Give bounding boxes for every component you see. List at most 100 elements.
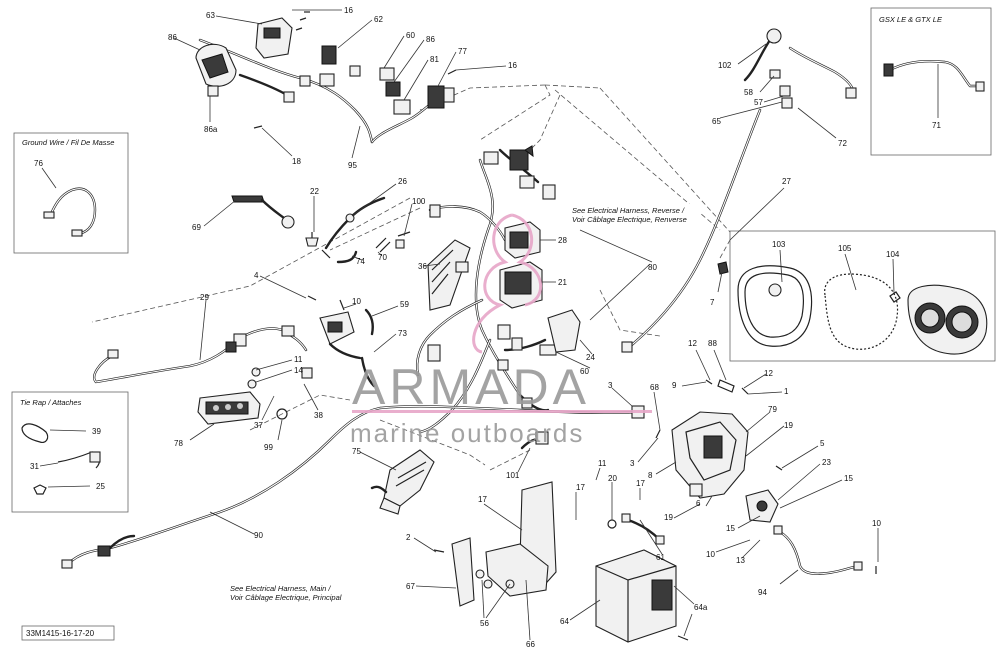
callout-67: 67: [406, 582, 415, 591]
sensor-23: [745, 489, 877, 575]
gsx-title: GSX LE & GTX LE: [879, 15, 943, 24]
leader-lines: [173, 9, 879, 641]
callout-17: 17: [576, 483, 585, 492]
callout-15: 15: [726, 524, 735, 533]
callout-31: 31: [30, 462, 39, 471]
callout-22: 22: [310, 187, 319, 196]
callout-15: 15: [844, 474, 853, 483]
callout-38: 38: [314, 411, 323, 420]
watermark-brand: ARMADA: [352, 359, 590, 415]
callout-16: 16: [344, 6, 353, 15]
gsx-box: GSX LE & GTX LE: [870, 7, 992, 156]
callout-36: 36: [418, 262, 427, 271]
callout-10: 10: [706, 550, 715, 559]
callout-61: 61: [656, 553, 665, 562]
mid-left-group: [307, 295, 376, 388]
armada-watermark: ARMADA marine outboards: [350, 213, 652, 448]
callout-24: 24: [586, 353, 595, 362]
callout-14: 14: [294, 366, 303, 375]
callout-29: 29: [200, 293, 209, 302]
callout-71: 71: [932, 121, 941, 130]
callout-39: 39: [92, 427, 101, 436]
callout-27: 27: [782, 177, 791, 186]
callout-76: 76: [34, 159, 43, 168]
watermark-tagline: marine outboards: [350, 418, 584, 448]
callout-99: 99: [264, 443, 273, 452]
callout-59: 59: [400, 300, 409, 309]
callout-57: 57: [754, 98, 763, 107]
switch-78: [197, 391, 288, 425]
module-36: [427, 239, 471, 311]
callout-6: 6: [696, 499, 701, 508]
callout-74: 74: [356, 257, 365, 266]
callout-17: 17: [636, 479, 645, 488]
tie-rap-box: Tie Rap / Attaches: [11, 391, 129, 513]
callout-58: 58: [744, 88, 753, 97]
callout-95: 95: [348, 161, 357, 170]
note-main-line2: Voir Câblage Electrique, Principal: [230, 593, 342, 602]
callout-79: 79: [768, 405, 777, 414]
note-reverse-line2: Voir Câblage Electrique, Renverse: [572, 215, 687, 224]
callout-66: 66: [526, 640, 535, 649]
callouts: 63 16 62 60 86 81 77 16 86 86a 18 95 76 …: [30, 6, 941, 649]
bracket-66: [433, 481, 557, 607]
callout-100: 100: [412, 197, 426, 206]
callout-25: 25: [96, 482, 105, 491]
callout-19: 19: [664, 513, 673, 522]
harness-72: [621, 28, 857, 353]
callout-81: 81: [430, 55, 439, 64]
tie-rap-title: Tie Rap / Attaches: [20, 398, 82, 407]
callout-86a: 86a: [204, 125, 218, 134]
callout-28: 28: [558, 236, 567, 245]
callout-78: 78: [174, 439, 183, 448]
battery-64: [595, 549, 689, 643]
callout-12: 12: [764, 369, 773, 378]
steering-module: [655, 379, 783, 499]
callout-21: 21: [558, 278, 567, 287]
callout-12: 12: [688, 339, 697, 348]
note-main: See Electrical Harness, Main / Voir Câbl…: [226, 582, 358, 604]
callout-18: 18: [292, 157, 301, 166]
callout-5: 5: [820, 439, 825, 448]
callout-72: 72: [838, 139, 847, 148]
callout-105: 105: [838, 244, 852, 253]
note-reverse: See Electrical Harness, Reverse / Voir C…: [568, 204, 700, 226]
callout-69: 69: [192, 223, 201, 232]
callout-9: 9: [672, 381, 677, 390]
callout-16: 16: [508, 61, 517, 70]
relay-box: [499, 221, 581, 353]
callout-20: 20: [608, 474, 617, 483]
callout-56: 56: [480, 619, 489, 628]
strap-61: [607, 513, 665, 545]
callout-68: 68: [650, 383, 659, 392]
callout-73: 73: [398, 329, 407, 338]
callout-60: 60: [406, 31, 415, 40]
callout-1: 1: [784, 387, 789, 396]
ground-wire-title: Ground Wire / Fil De Masse: [22, 138, 114, 147]
callout-101: 101: [506, 471, 520, 480]
callout-60: 60: [580, 367, 589, 376]
callout-19: 19: [784, 421, 793, 430]
callout-11: 11: [598, 459, 607, 468]
diagram-code-label: 33M1415-16-17-20: [26, 629, 95, 638]
callout-65: 65: [712, 117, 721, 126]
callout-86: 86: [168, 33, 177, 42]
callout-37: 37: [254, 421, 263, 430]
callout-10: 10: [872, 519, 881, 528]
callout-94: 94: [758, 588, 767, 597]
callout-8: 8: [648, 471, 653, 480]
callout-62: 62: [374, 15, 383, 24]
harness-29: [93, 325, 313, 389]
callout-3: 3: [630, 459, 635, 468]
note-main-line1: See Electrical Harness, Main /: [230, 584, 331, 593]
motor-75: [370, 449, 435, 515]
callout-64: 64: [560, 617, 569, 626]
callout-77: 77: [458, 47, 467, 56]
callout-7: 7: [710, 298, 715, 307]
callout-90: 90: [254, 531, 263, 540]
callout-26: 26: [398, 177, 407, 186]
callout-17: 17: [478, 495, 487, 504]
callout-3: 3: [608, 381, 613, 390]
